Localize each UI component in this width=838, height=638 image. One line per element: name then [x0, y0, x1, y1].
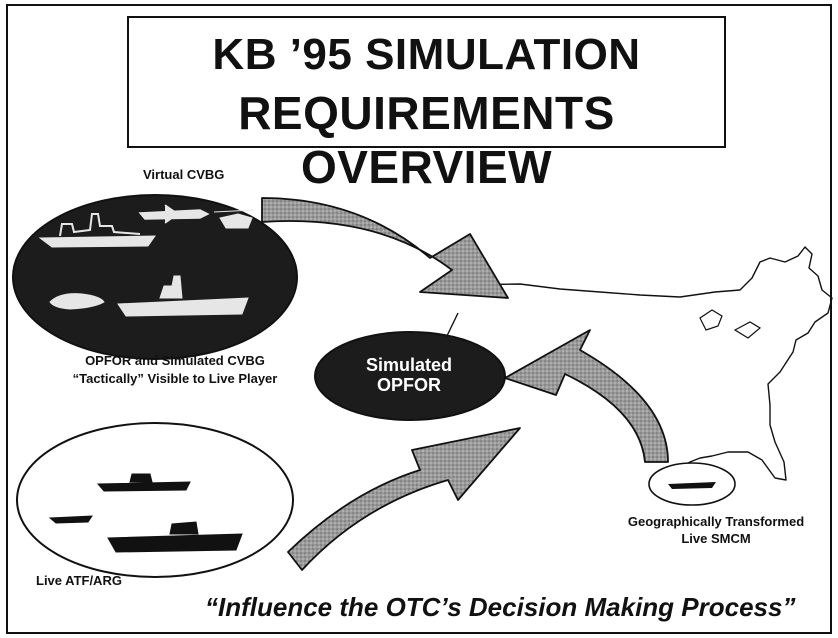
geo-line-1: Geographically Transformed	[627, 514, 805, 529]
arrow-smcm-to-opfor	[504, 329, 669, 463]
simulated-opfor-line-1: Simulated	[365, 355, 453, 375]
us-map-outline	[464, 246, 833, 481]
slide-frame	[6, 4, 832, 634]
ship-superstructure	[129, 473, 153, 483]
virtual-cvbg-label: Virtual CVBG	[143, 167, 225, 182]
simulated-opfor-label: Simulated OPFOR	[320, 355, 498, 395]
virtual-cvbg-ellipse	[12, 194, 298, 360]
carrier-island	[159, 275, 183, 299]
helicopter-icon	[213, 209, 255, 229]
simulated-opfor-ellipse	[314, 331, 506, 421]
ship-icon	[59, 213, 141, 237]
ship-icon	[38, 235, 156, 248]
smcm-ship-icon	[668, 482, 716, 489]
geo-line-2: Live SMCM	[681, 531, 751, 546]
opfor-visible-line-2: “Tactically” Visible to Live Player	[72, 371, 278, 386]
amphib-ship-icon	[107, 533, 243, 553]
simulated-opfor-line-2: OPFOR	[376, 375, 441, 395]
opfor-visible-line-1: OPFOR and Simulated CVBG	[85, 353, 265, 368]
small-craft-icon	[48, 515, 93, 524]
aircraft-icon	[138, 204, 210, 224]
ship-icon	[96, 481, 191, 492]
arrow-live-to-opfor	[287, 427, 521, 571]
live-atf-label: Live ATF/ARG	[36, 573, 122, 588]
great-lakes	[699, 309, 762, 339]
carrier-icon	[117, 297, 249, 317]
live-atf-ellipse	[16, 422, 294, 578]
opfor-visible-label: OPFOR and Simulated CVBG “Tactically” Vi…	[30, 352, 320, 388]
submarine-icon	[49, 293, 105, 310]
live-ships	[48, 473, 243, 553]
arrow-virtual-to-map	[261, 197, 509, 299]
tagline: “Influence the OTC’s Decision Making Pro…	[205, 592, 796, 622]
geo-transformed-label: Geographically Transformed Live SMCM	[606, 513, 826, 547]
title-box: KB ’95 SIMULATION REQUIREMENTS OVERVIEW	[127, 16, 726, 193]
virtual-ships	[38, 204, 255, 317]
title-line-1: KB ’95 SIMULATION	[212, 30, 641, 79]
title-line-2: REQUIREMENTS OVERVIEW	[238, 87, 615, 193]
amphib-island	[169, 521, 199, 535]
